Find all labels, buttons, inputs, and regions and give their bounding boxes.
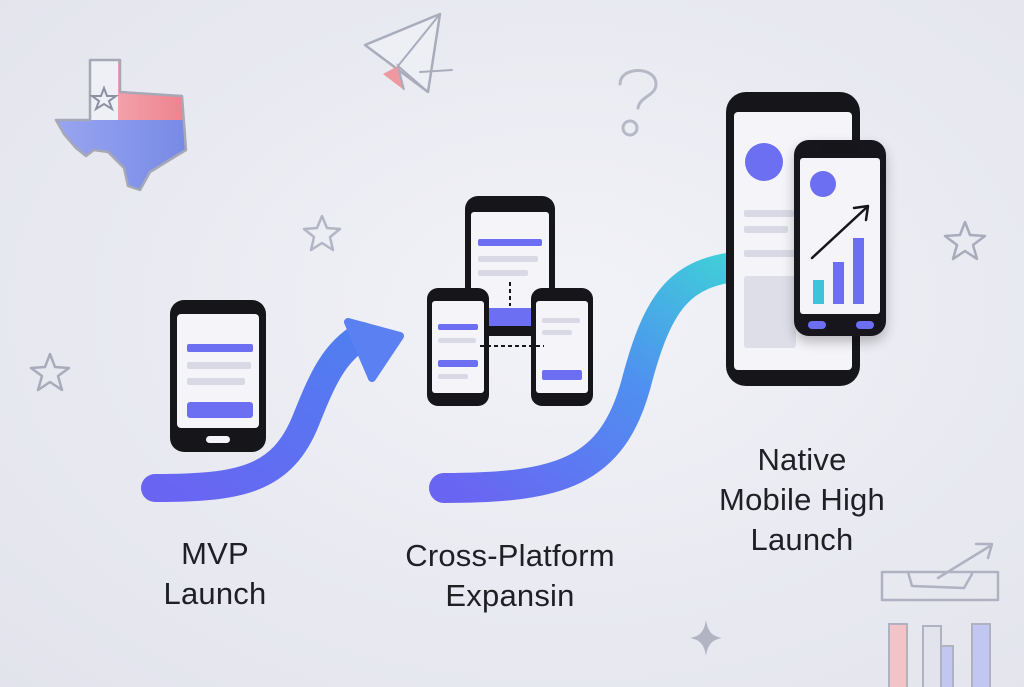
stage-label-line: Expansin — [445, 578, 575, 613]
stage-label-line: Mobile High — [719, 482, 885, 517]
stage-label-line: Launch — [750, 522, 854, 557]
stage-label-line: Launch — [163, 576, 267, 611]
mvp-launch-label: MVP Launch — [140, 534, 290, 614]
cross-platform-phones — [427, 196, 593, 406]
cross-platform-expansion-label: Cross-Platform Expansin — [380, 536, 640, 616]
native-phones — [726, 92, 886, 386]
growth-arrow-icon — [880, 542, 1000, 602]
paper-plane-icon — [363, 12, 453, 94]
sparkle-icon — [690, 620, 722, 656]
bar-chart-icon — [888, 623, 991, 687]
star-icon — [943, 220, 987, 261]
growth-path-arrow — [141, 318, 404, 502]
texas-map-icon — [54, 58, 188, 192]
question-mark-icon — [618, 69, 658, 137]
stage-label-line: Cross-Platform — [405, 538, 615, 573]
growth-path-curve — [429, 251, 757, 503]
star-icon — [302, 214, 342, 252]
stage-label-line: Native — [757, 442, 847, 477]
star-icon — [29, 352, 71, 392]
mvp-phone — [170, 300, 266, 452]
stage-label-line: MVP — [181, 536, 249, 571]
native-mobile-launch-label: Native Mobile High Launch — [692, 440, 912, 560]
